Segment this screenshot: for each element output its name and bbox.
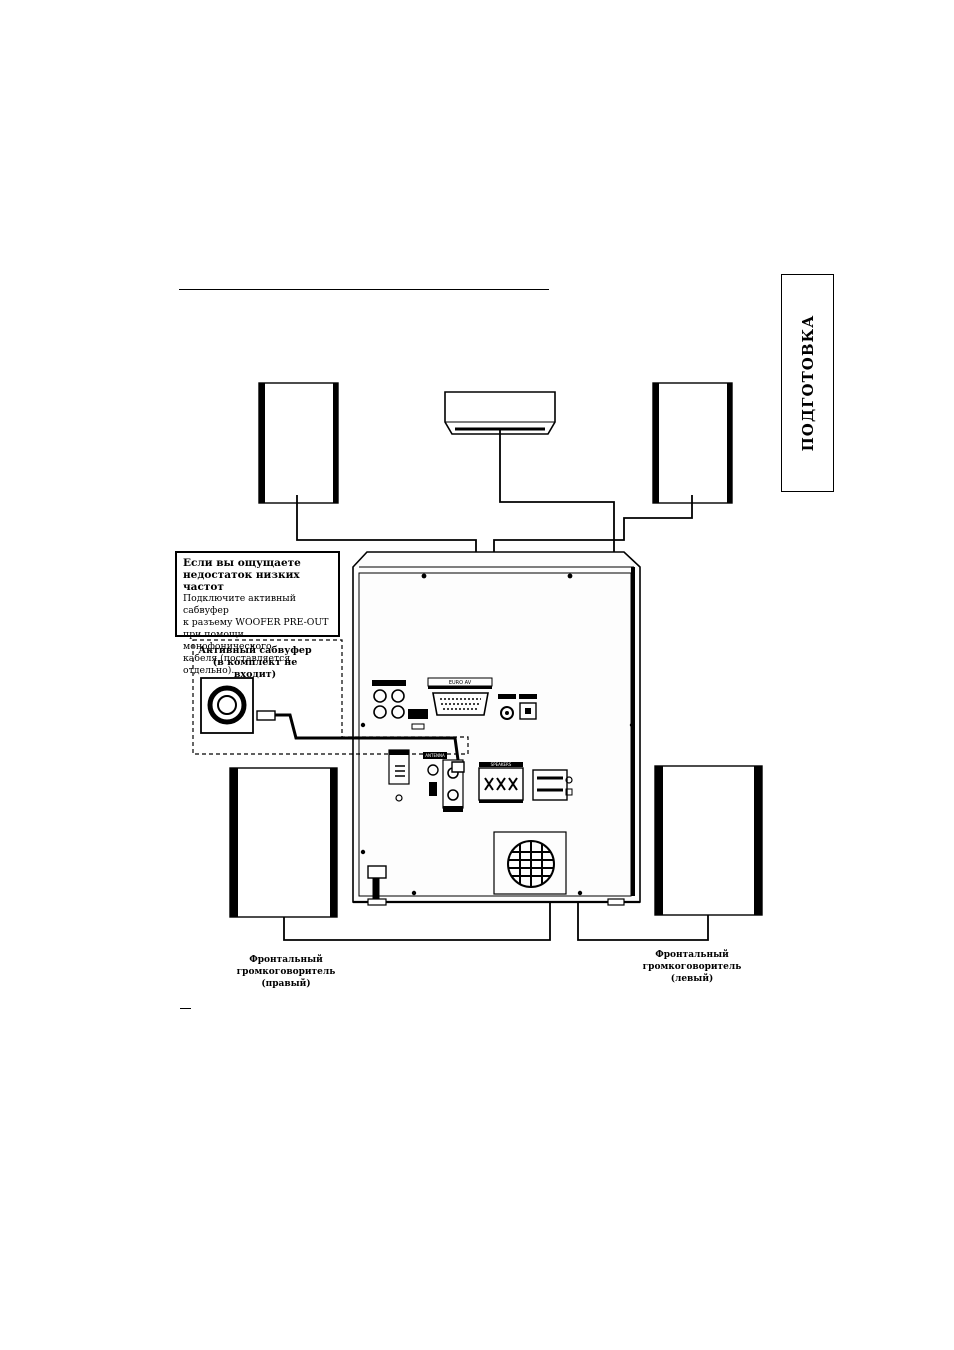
section-tab: ПОДГОТОВКА <box>781 274 834 492</box>
footnote-mark <box>180 1008 191 1009</box>
center-speaker <box>444 391 556 435</box>
front-left-speaker-label: Фронтальный громкоговоритель (левый) <box>642 950 742 984</box>
subwoofer-group <box>192 639 469 773</box>
rear-speaker-right <box>258 382 339 504</box>
front-speaker-left <box>654 765 763 916</box>
scart-label: EURO AV <box>449 680 472 686</box>
front-speaker-right <box>229 767 338 918</box>
rear-speaker-left <box>652 382 733 504</box>
front-right-speaker-label: Фронтальный громкоговоритель (правый) <box>236 955 336 989</box>
main-unit-rear <box>352 551 641 906</box>
bass-note-title: Если вы ощущаете недостаток низких часто… <box>183 557 301 593</box>
heading-rule <box>179 289 549 290</box>
bass-note-box: Если вы ощущаете недостаток низких часто… <box>175 551 340 676</box>
bass-note-body: Подключите активный сабвуфер к разъему W… <box>183 593 329 676</box>
subwoofer-label: Активный сабвуфер (в комплект не входит) <box>198 645 312 680</box>
speakers-terminal-label: SPEAKERS <box>491 762 512 767</box>
antenna-label: ANTENNA <box>425 753 445 758</box>
